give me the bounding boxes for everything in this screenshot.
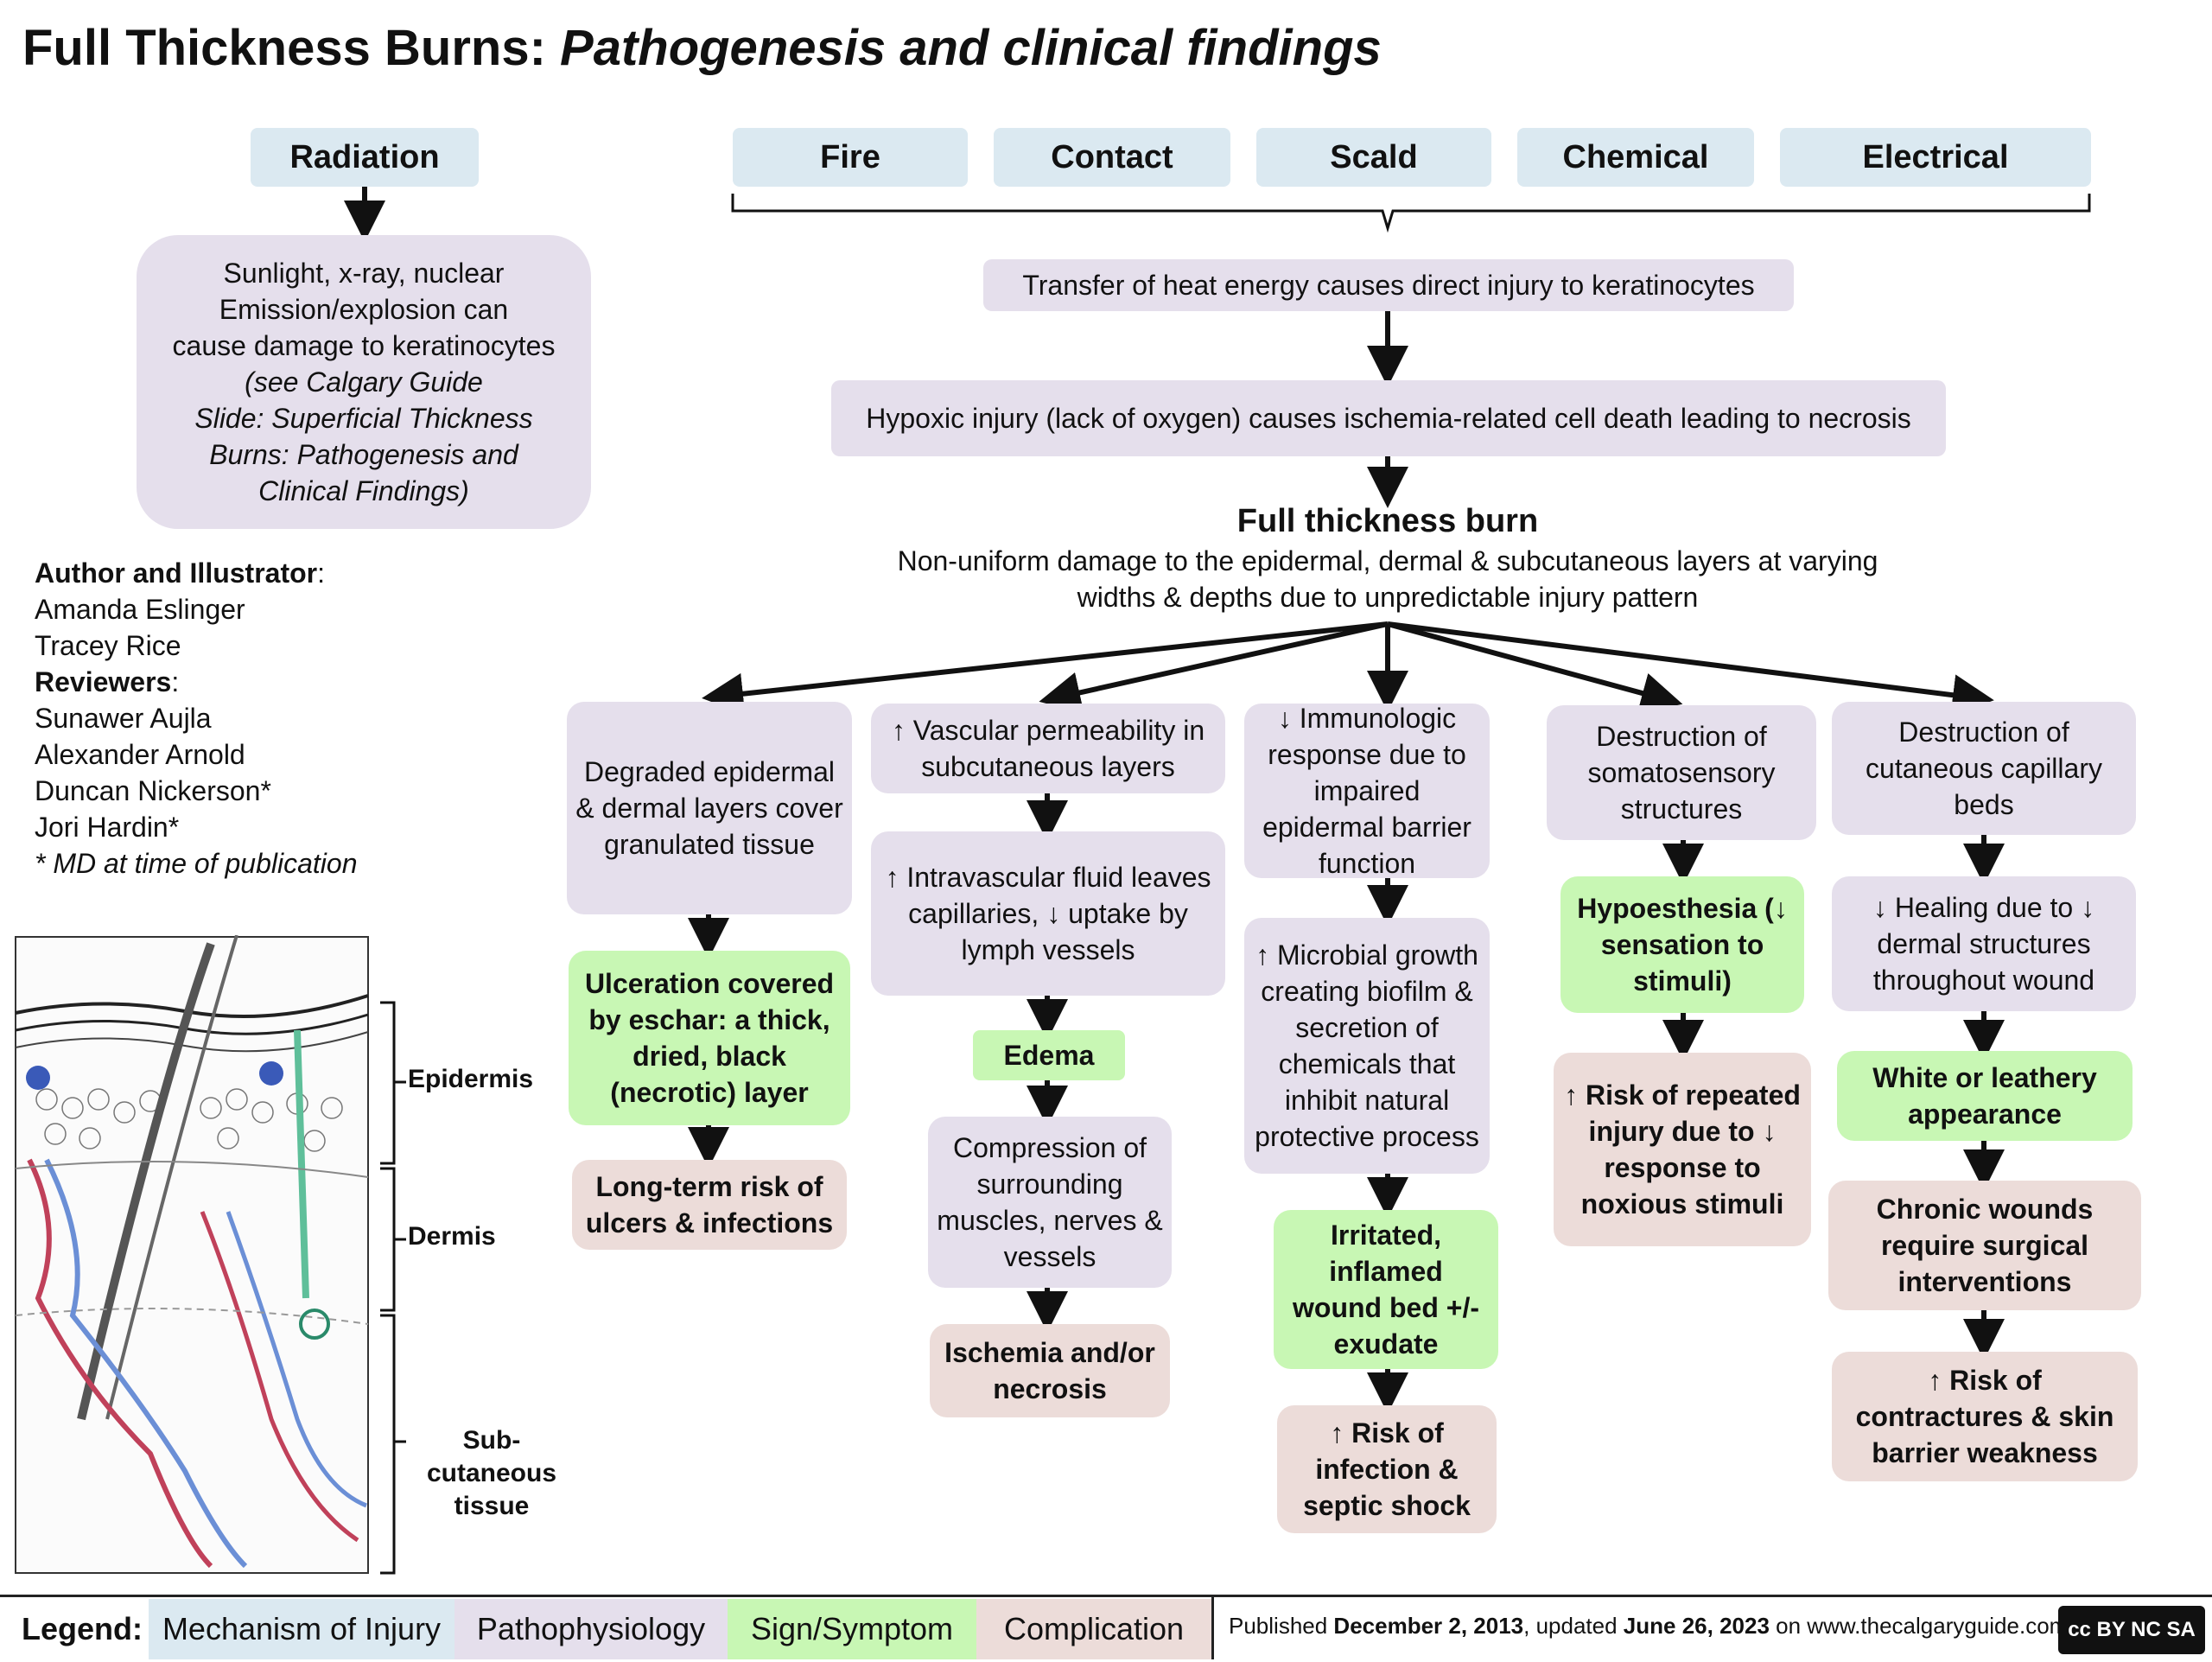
author-2: Tracey Rice (35, 630, 181, 661)
page-title: Full Thickness Burns: Pathogenesis and c… (22, 20, 1382, 76)
mechanism-fire: Fire (733, 128, 968, 187)
reviewer-1: Sunawer Aujla (35, 703, 212, 734)
leathery-appearance-box: White or leathery appearance (1837, 1051, 2133, 1141)
radiation-line-2: Emission/explosion can (219, 294, 509, 325)
somatosensory-box: Destruction of somatosensory structures (1547, 705, 1816, 840)
full-thickness-block: Full thickness burn Non-uniform damage t… (778, 500, 1998, 615)
radiation-line-6: Burns: Pathogenesis and (209, 439, 518, 470)
healing-box: ↓ Healing due to ↓ dermal structures thr… (1832, 876, 2136, 1011)
skin-illustration (15, 935, 369, 1574)
ulceration-box: Ulceration covered by eschar: a thick, d… (569, 951, 850, 1125)
ischemia-box: Ischemia and/or necrosis (930, 1324, 1170, 1417)
credits: Author and Illustrator: Amanda Eslinger … (35, 555, 358, 882)
label-epidermis: Epidermis (408, 1065, 534, 1093)
inflamed-wound-box: Irritated, inflamed wound bed +/- exudat… (1274, 1210, 1498, 1369)
chronic-wounds-box: Chronic wounds require surgical interven… (1828, 1181, 2141, 1310)
legend-mechanism: Mechanism of Injury (149, 1599, 454, 1659)
legend-bar (0, 1595, 2212, 1662)
intravascular-fluid-box: ↑ Intravascular fluid leaves capillaries… (871, 831, 1225, 996)
full-thickness-title: Full thickness burn (1236, 503, 1539, 539)
legend-sign: Sign/Symptom (728, 1599, 976, 1659)
legend-patho: Pathophysiology (454, 1599, 728, 1659)
legend-divider (1211, 1597, 1214, 1659)
label-subcutaneous: Sub-cutaneous tissue (426, 1426, 557, 1520)
publication-info: Published December 2, 2013, updated June… (1229, 1613, 2069, 1639)
credits-note: * MD at time of publication (35, 848, 358, 879)
mechanism-chemical: Chemical (1517, 128, 1754, 187)
radiation-line-7: Clinical Findings) (258, 475, 469, 506)
radiation-description: Sunlight, x-ray, nuclear Emission/explos… (137, 235, 591, 529)
reviewer-heading: Reviewers: (35, 666, 180, 697)
author-1: Amanda Eslinger (35, 594, 245, 625)
cc-license-badge: cc BY NC SA (2058, 1606, 2205, 1654)
reviewer-3: Duncan Nickerson* (35, 775, 271, 806)
reviewer-2: Alexander Arnold (35, 739, 245, 770)
degraded-layers-box: Degraded epidermal & dermal layers cover… (567, 702, 852, 914)
radiation-line-5: Slide: Superficial Thickness (194, 403, 533, 434)
legend-label: Legend: (22, 1611, 143, 1646)
hypoesthesia-box: Hypoesthesia (↓ sensation to stimuli) (1560, 876, 1804, 1013)
capillary-beds-box: Destruction of cutaneous capillary beds (1832, 702, 2136, 835)
repeated-injury-box: ↑ Risk of repeated injury due to ↓ respo… (1554, 1053, 1811, 1246)
legend-complication: Complication (976, 1599, 1211, 1659)
vascular-permeability-box: ↑ Vascular permeability in subcutaneous … (871, 704, 1225, 793)
hypoxic-box: Hypoxic injury (lack of oxygen) causes i… (831, 380, 1946, 456)
mechanism-scald: Scald (1256, 128, 1491, 187)
ulcer-risk-box: Long-term risk of ulcers & infections (572, 1160, 847, 1250)
author-heading: Author and Illustrator: (35, 557, 325, 589)
mechanism-radiation: Radiation (251, 128, 479, 187)
full-thickness-desc-1: Non-uniform damage to the epidermal, der… (897, 545, 1878, 576)
microbial-growth-box: ↑ Microbial growth creating biofilm & se… (1244, 918, 1490, 1174)
label-dermis: Dermis (408, 1222, 496, 1251)
transfer-box: Transfer of heat energy causes direct in… (983, 259, 1794, 311)
immunologic-box: ↓ Immunologic response due to impaired e… (1244, 703, 1490, 879)
mechanism-electrical: Electrical (1780, 128, 2091, 187)
full-thickness-desc-2: widths & depths due to unpredictable inj… (1077, 582, 1699, 613)
contractures-risk-box: ↑ Risk of contractures & skin barrier we… (1832, 1352, 2138, 1481)
radiation-line-4: (see Calgary Guide (245, 366, 483, 398)
radiation-line-3: cause damage to keratinocytes (172, 330, 556, 361)
reviewer-4: Jori Hardin* (35, 812, 180, 843)
septic-shock-risk-box: ↑ Risk of infection & septic shock (1277, 1405, 1497, 1533)
compression-box: Compression of surrounding muscles, nerv… (928, 1117, 1172, 1288)
radiation-line-1: Sunlight, x-ray, nuclear (223, 258, 505, 289)
edema-box: Edema (973, 1030, 1125, 1080)
mechanism-contact: Contact (994, 128, 1230, 187)
